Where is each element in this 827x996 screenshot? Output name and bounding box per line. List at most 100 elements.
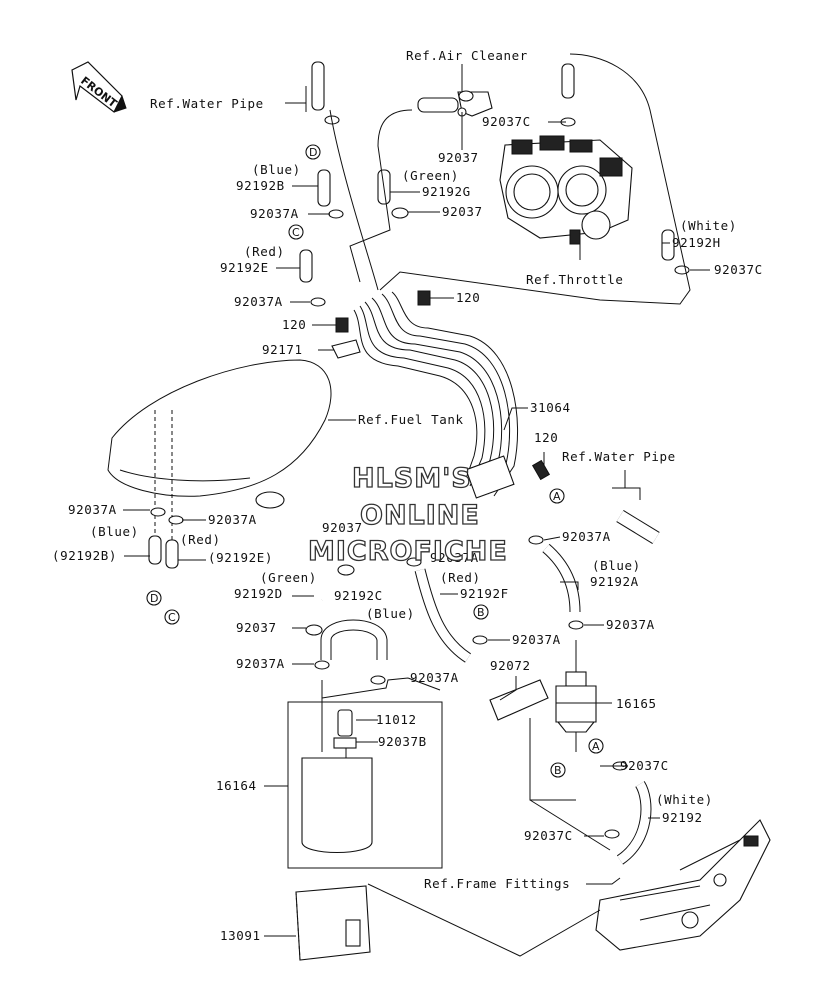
label-120-top: 120	[456, 290, 480, 305]
svg-text:A: A	[592, 740, 600, 753]
callout-b-low: B	[550, 762, 566, 778]
label-92072: 92072	[490, 658, 531, 673]
label-92037a-b: 92037A	[512, 632, 561, 647]
hose-92192h	[661, 229, 675, 261]
leader-lines	[123, 53, 710, 957]
label-white-low: (White)	[656, 792, 713, 807]
label-92192f: 92192F	[460, 586, 509, 601]
label-ref-water-pipe-right: Ref.Water Pipe	[562, 449, 676, 464]
label-92037a-low: 92037A	[236, 656, 285, 671]
fuel-filter	[555, 640, 597, 752]
label-green-mid: (Green)	[260, 570, 317, 585]
svg-text:B: B	[477, 606, 485, 619]
hose-92192h-upper	[561, 63, 575, 99]
label-red-mid: (Red)	[440, 570, 481, 585]
label-92037-top: 92037	[438, 150, 479, 165]
label-120-left: 120	[282, 317, 306, 332]
svg-text:B: B	[554, 764, 562, 777]
label-92037a-fr: 92037A	[606, 617, 655, 632]
label-16164: 16164	[216, 778, 257, 793]
label-green-top: (Green)	[402, 168, 459, 183]
label-92192d: 92192D	[234, 586, 283, 601]
label-92037a-left-r: 92037A	[208, 512, 257, 527]
label-92037c-a: 92037C	[620, 758, 669, 773]
label-92192b-paren: (92192B)	[52, 548, 117, 563]
fuel-tube-bundle	[353, 291, 551, 499]
label-ref-air-cleaner: Ref.Air Cleaner	[406, 48, 528, 63]
watermark-line-1: HLSM'S	[352, 463, 472, 494]
label-blue-top: (Blue)	[252, 162, 301, 177]
label-92037a-1: 92037A	[250, 206, 299, 221]
label-92037-mid: 92037	[322, 520, 363, 535]
label-92037a-2: 92037A	[234, 294, 283, 309]
label-92192e: 92192E	[220, 260, 269, 275]
hose-92192b-top	[317, 169, 331, 207]
canister-box	[287, 680, 443, 869]
callout-c-top: C	[288, 224, 304, 240]
label-92037a-rt: 92037A	[562, 529, 611, 544]
label-13091: 13091	[220, 928, 261, 943]
label-92037a-left-l: 92037A	[68, 502, 117, 517]
svg-text:D: D	[150, 592, 158, 605]
label-92192a: 92192A	[590, 574, 639, 589]
bracket-92072	[489, 679, 549, 721]
clamp-icons-top	[310, 115, 690, 359]
label-92037c-right: 92037C	[714, 262, 763, 277]
label-92192b: 92192B	[236, 178, 285, 193]
label-92037c-low: 92037C	[524, 828, 573, 843]
label-92037c-top: 92037C	[482, 114, 531, 129]
frame-fittings	[595, 819, 771, 951]
callout-b-mid: B	[473, 604, 489, 620]
label-ref-water-pipe-top: Ref.Water Pipe	[150, 96, 264, 111]
svg-text:D: D	[309, 146, 317, 159]
svg-text:C: C	[292, 226, 300, 239]
label-92192h: 92192H	[672, 235, 721, 250]
fuel-tank-outline	[107, 359, 332, 560]
callout-a-right: A	[549, 488, 565, 504]
front-direction-tag: FRONT	[71, 61, 127, 113]
label-120-mid: 120	[534, 430, 558, 445]
label-blue-mid: (Blue)	[366, 606, 415, 621]
label-92037a-ctr: 92037A	[430, 550, 479, 565]
label-red-top: (Red)	[244, 244, 285, 259]
callout-d-bottom: D	[146, 590, 162, 606]
watermark-line-3: MICROFICHE	[308, 536, 508, 567]
label-31064: 31064	[530, 400, 571, 415]
label-92192c: 92192C	[334, 588, 383, 603]
callout-a-low: A	[588, 738, 604, 754]
label-11012: 11012	[376, 712, 417, 727]
label-ref-fuel-tank: Ref.Fuel Tank	[358, 412, 464, 427]
label-92192: 92192	[662, 810, 703, 825]
canister-cover	[295, 885, 371, 961]
svg-text:A: A	[553, 490, 561, 503]
watermark-line-2: ONLINE	[360, 500, 480, 531]
label-92037-g: 92037	[442, 204, 483, 219]
label-white-top: (White)	[680, 218, 737, 233]
callout-d-top: D	[305, 144, 321, 160]
hose-92192e-left	[165, 539, 179, 569]
svg-text:C: C	[168, 611, 176, 624]
label-blue-rt: (Blue)	[592, 558, 641, 573]
label-92037b: 92037B	[378, 734, 427, 749]
throttle-body	[499, 135, 633, 245]
watermark: HLSM'S ONLINE MICROFICHE	[307, 462, 508, 567]
label-92171: 92171	[262, 342, 303, 357]
label-red-left: (Red)	[180, 532, 221, 547]
label-92037-low: 92037	[236, 620, 277, 635]
hose-92192b-left	[148, 535, 162, 565]
label-blue-left: (Blue)	[90, 524, 139, 539]
clamp-icons-mid	[150, 507, 628, 839]
label-92037a-c: 92037A	[410, 670, 459, 685]
water-pipe-hose-top	[311, 61, 325, 111]
air-cleaner-fitting	[417, 90, 493, 117]
callout-c-bottom: C	[164, 609, 180, 625]
label-ref-throttle: Ref.Throttle	[526, 272, 624, 287]
hose-92192e-top	[299, 249, 313, 283]
label-92192g: 92192G	[422, 184, 471, 199]
label-16165: 16165	[616, 696, 657, 711]
label-ref-frame-fittings: Ref.Frame Fittings	[424, 876, 570, 891]
label-92192e-paren: (92192E)	[208, 550, 273, 565]
part-labels: Ref.Air Cleaner Ref.Water Pipe 92037C 92…	[52, 48, 763, 943]
